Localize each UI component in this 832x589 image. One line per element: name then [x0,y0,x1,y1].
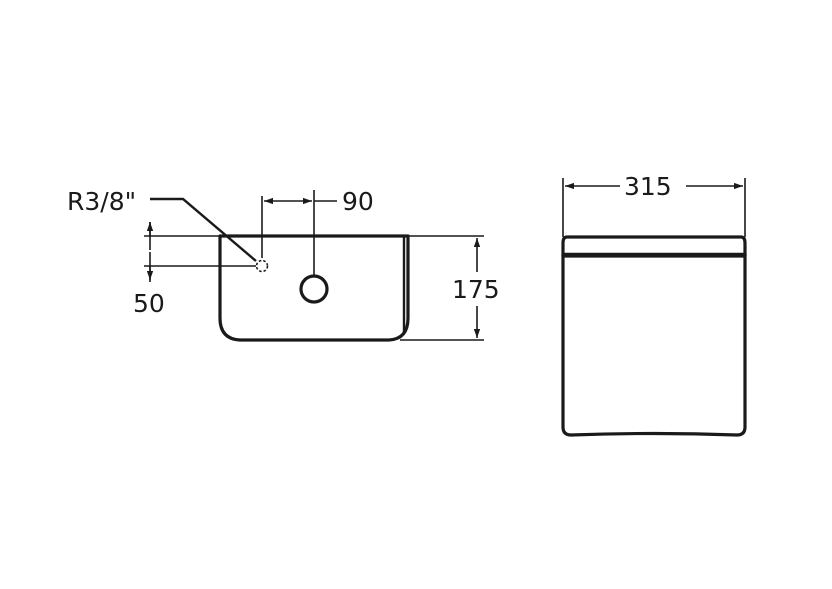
inlet-height-label: 50 [133,289,165,318]
water-inlet-hole [255,259,269,273]
thread-leader-line [150,197,257,262]
height-label: 175 [452,275,500,304]
flush-outlet-hole [299,274,329,304]
offset-label: 90 [342,187,374,216]
front-view: R3/8" 90 50 175 [67,187,500,342]
cistern-side-outline [561,252,747,437]
side-view: 315 [561,172,747,437]
width-label: 315 [624,172,672,201]
cistern-lid [561,235,747,258]
thread-size-label: R3/8" [67,187,136,216]
